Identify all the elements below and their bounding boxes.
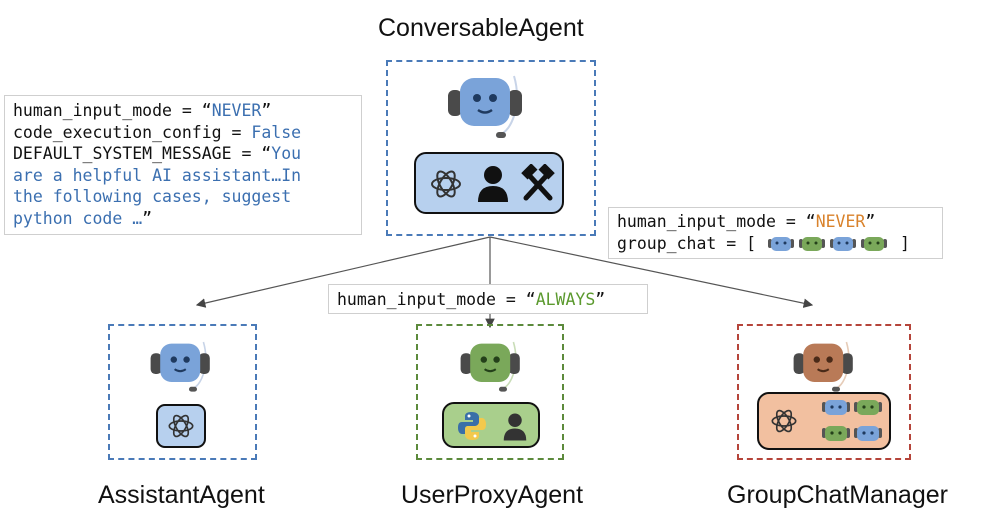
group-chat-agents	[821, 398, 885, 446]
robot-icon	[446, 66, 526, 141]
assistant-capabilities-card	[156, 404, 206, 448]
conversable-capabilities-card	[414, 152, 564, 214]
conversable-agent-box	[386, 60, 596, 236]
config-line-text: the following cases, suggest	[13, 187, 292, 206]
config-line-text: are a helpful AI assistant…In	[13, 165, 302, 185]
config-line-end: ”	[261, 101, 272, 120]
config-line-end: ”	[595, 290, 606, 309]
conversable-agent-title: ConversableAgent	[378, 14, 584, 42]
openai-icon	[769, 406, 799, 436]
robot-icon	[830, 237, 857, 251]
user-proxy-agent-title: UserProxyAgent	[401, 481, 584, 509]
conversable-config-box: human_input_mode = “NEVER” code_executio…	[4, 95, 362, 235]
robot-icon	[456, 334, 526, 394]
robot-icon	[822, 400, 850, 415]
openai-icon	[428, 166, 464, 202]
group-chat-config-box: human_input_mode = “NEVER” group_chat = …	[608, 207, 943, 259]
config-line-text: python code …	[13, 208, 143, 228]
config-line-key: human_input_mode = “	[13, 101, 212, 120]
robot-icon	[799, 237, 826, 251]
config-line-key: code_execution_config =	[13, 122, 252, 142]
group-chat-agents	[766, 235, 890, 253]
config-line-end: ]	[899, 233, 910, 253]
robot-icon	[768, 237, 795, 251]
group-chat-manager-title: GroupChatManager	[727, 481, 948, 509]
config-line-end: ”	[142, 208, 153, 228]
config-line-end: ”	[865, 212, 876, 231]
group-chat-capabilities-card	[757, 392, 891, 450]
config-line-value: False	[251, 122, 302, 142]
group-chat-manager-box	[737, 324, 911, 460]
config-line-key: human_input_mode = “	[337, 290, 536, 309]
config-line-key: group_chat = [	[617, 233, 757, 253]
python-icon	[456, 410, 488, 442]
arrow-to-assistant	[195, 236, 491, 308]
person-icon	[502, 412, 528, 442]
config-line-key: DEFAULT_SYSTEM_MESSAGE = “	[13, 144, 272, 163]
user-proxy-agent-box	[416, 324, 564, 460]
openai-icon	[166, 411, 196, 441]
assistant-agent-title: AssistantAgent	[98, 481, 265, 509]
arrow-to-groupchat	[489, 236, 814, 308]
robot-icon	[146, 334, 216, 394]
config-line-value: You	[271, 144, 302, 163]
robot-icon	[854, 400, 882, 415]
robot-icon	[861, 237, 888, 251]
config-line-value: ALWAYS	[535, 290, 596, 309]
robot-icon	[822, 426, 850, 441]
assistant-agent-box	[108, 324, 257, 460]
config-line-key: human_input_mode = “	[617, 212, 816, 231]
tools-icon	[520, 164, 556, 204]
config-line-value: NEVER	[815, 212, 866, 231]
config-line-value: NEVER	[211, 101, 262, 120]
robot-icon	[789, 334, 859, 394]
user-proxy-config-box: human_input_mode = “ALWAYS”	[328, 284, 648, 314]
user-proxy-capabilities-card	[442, 402, 540, 448]
robot-icon	[854, 426, 882, 441]
person-icon	[476, 164, 510, 204]
